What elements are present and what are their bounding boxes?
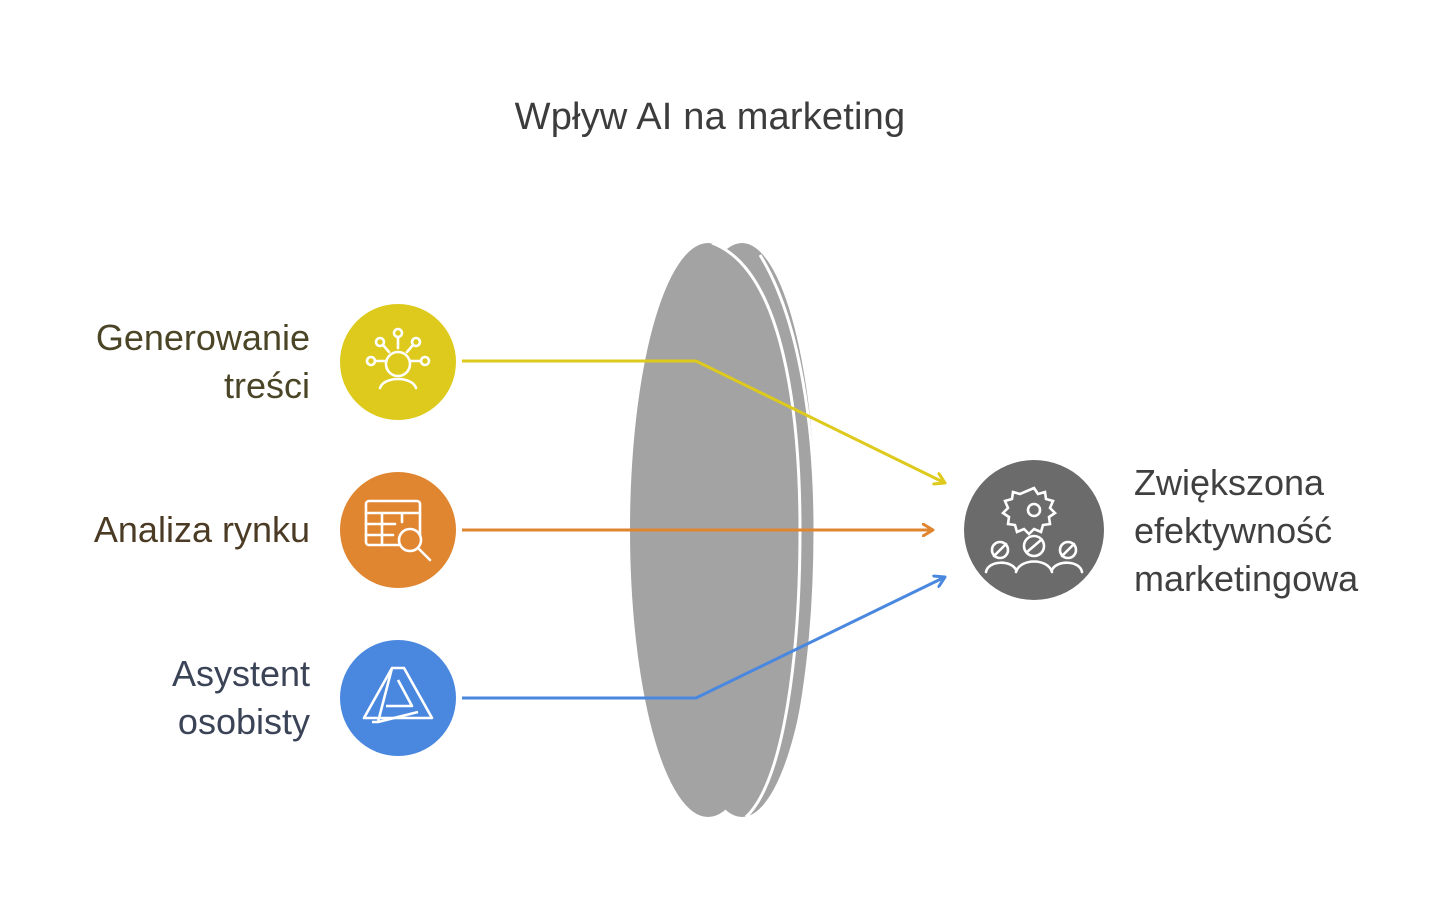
label-line: efektywność — [1134, 510, 1333, 551]
page-title: Wpływ AI na marketing — [514, 96, 906, 138]
label-line: Analiza rynku — [93, 509, 310, 550]
input-label-content-generation: Generowanie treści — [96, 314, 310, 410]
label-line: osobisty — [177, 701, 310, 742]
label-line: Zwiększona — [1134, 462, 1325, 503]
input-node-personal-assistant — [340, 640, 456, 756]
gear-people-icon — [984, 486, 1084, 574]
label-line: treści — [223, 365, 310, 406]
table-search-icon — [364, 499, 432, 562]
connector-content-generation — [462, 359, 945, 483]
label-line: Asystent — [171, 653, 310, 694]
input-label-market-analysis: Analiza rynku — [94, 506, 310, 554]
input-node-market-analysis — [340, 472, 456, 588]
label-line: Generowanie — [95, 317, 310, 358]
output-node — [964, 460, 1104, 600]
idea-network-icon — [365, 327, 431, 390]
input-label-personal-assistant: Asystent osobisty — [172, 650, 310, 746]
connector-personal-assistant — [462, 577, 945, 700]
label-line: marketingowa — [1134, 558, 1359, 599]
assistant-a-icon — [362, 666, 434, 724]
input-node-content-generation — [340, 304, 456, 420]
output-label: Zwiększona efektywność marketingowa — [1134, 459, 1358, 603]
